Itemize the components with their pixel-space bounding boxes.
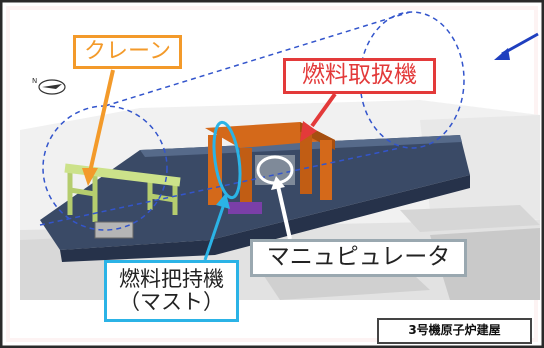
fhm-arrow <box>300 92 337 142</box>
operating-floor <box>40 135 470 250</box>
operating-floor-edge <box>60 175 470 262</box>
arrow-icon <box>494 32 539 60</box>
dome-top-line <box>104 11 411 107</box>
mast-highlight <box>212 120 242 200</box>
fuel-gripper-label: 燃料把持機 （マスト） <box>104 260 239 322</box>
fuel-target-marker <box>228 202 262 214</box>
manipulator-label: マニュピュレータ <box>250 239 467 277</box>
dome-bottom-line <box>39 147 401 226</box>
crane-arrow <box>82 69 115 186</box>
fuel-handling-machine-label: 燃料取扱機 <box>283 58 436 94</box>
fuel-gripper-label-line1: 燃料把持機 <box>119 266 224 291</box>
crane-label: クレーン <box>73 35 182 69</box>
manipulator-arrow <box>271 176 292 240</box>
fuel-gripper-label-line2: （マスト） <box>119 290 224 314</box>
building-caption: 3号機原子炉建屋 <box>377 318 532 344</box>
compass-icon: N <box>32 77 66 95</box>
mast-arrow <box>203 193 230 261</box>
crane-bucket <box>94 221 134 239</box>
compass-north-label: N <box>32 77 37 85</box>
roof-box-right <box>400 205 540 232</box>
